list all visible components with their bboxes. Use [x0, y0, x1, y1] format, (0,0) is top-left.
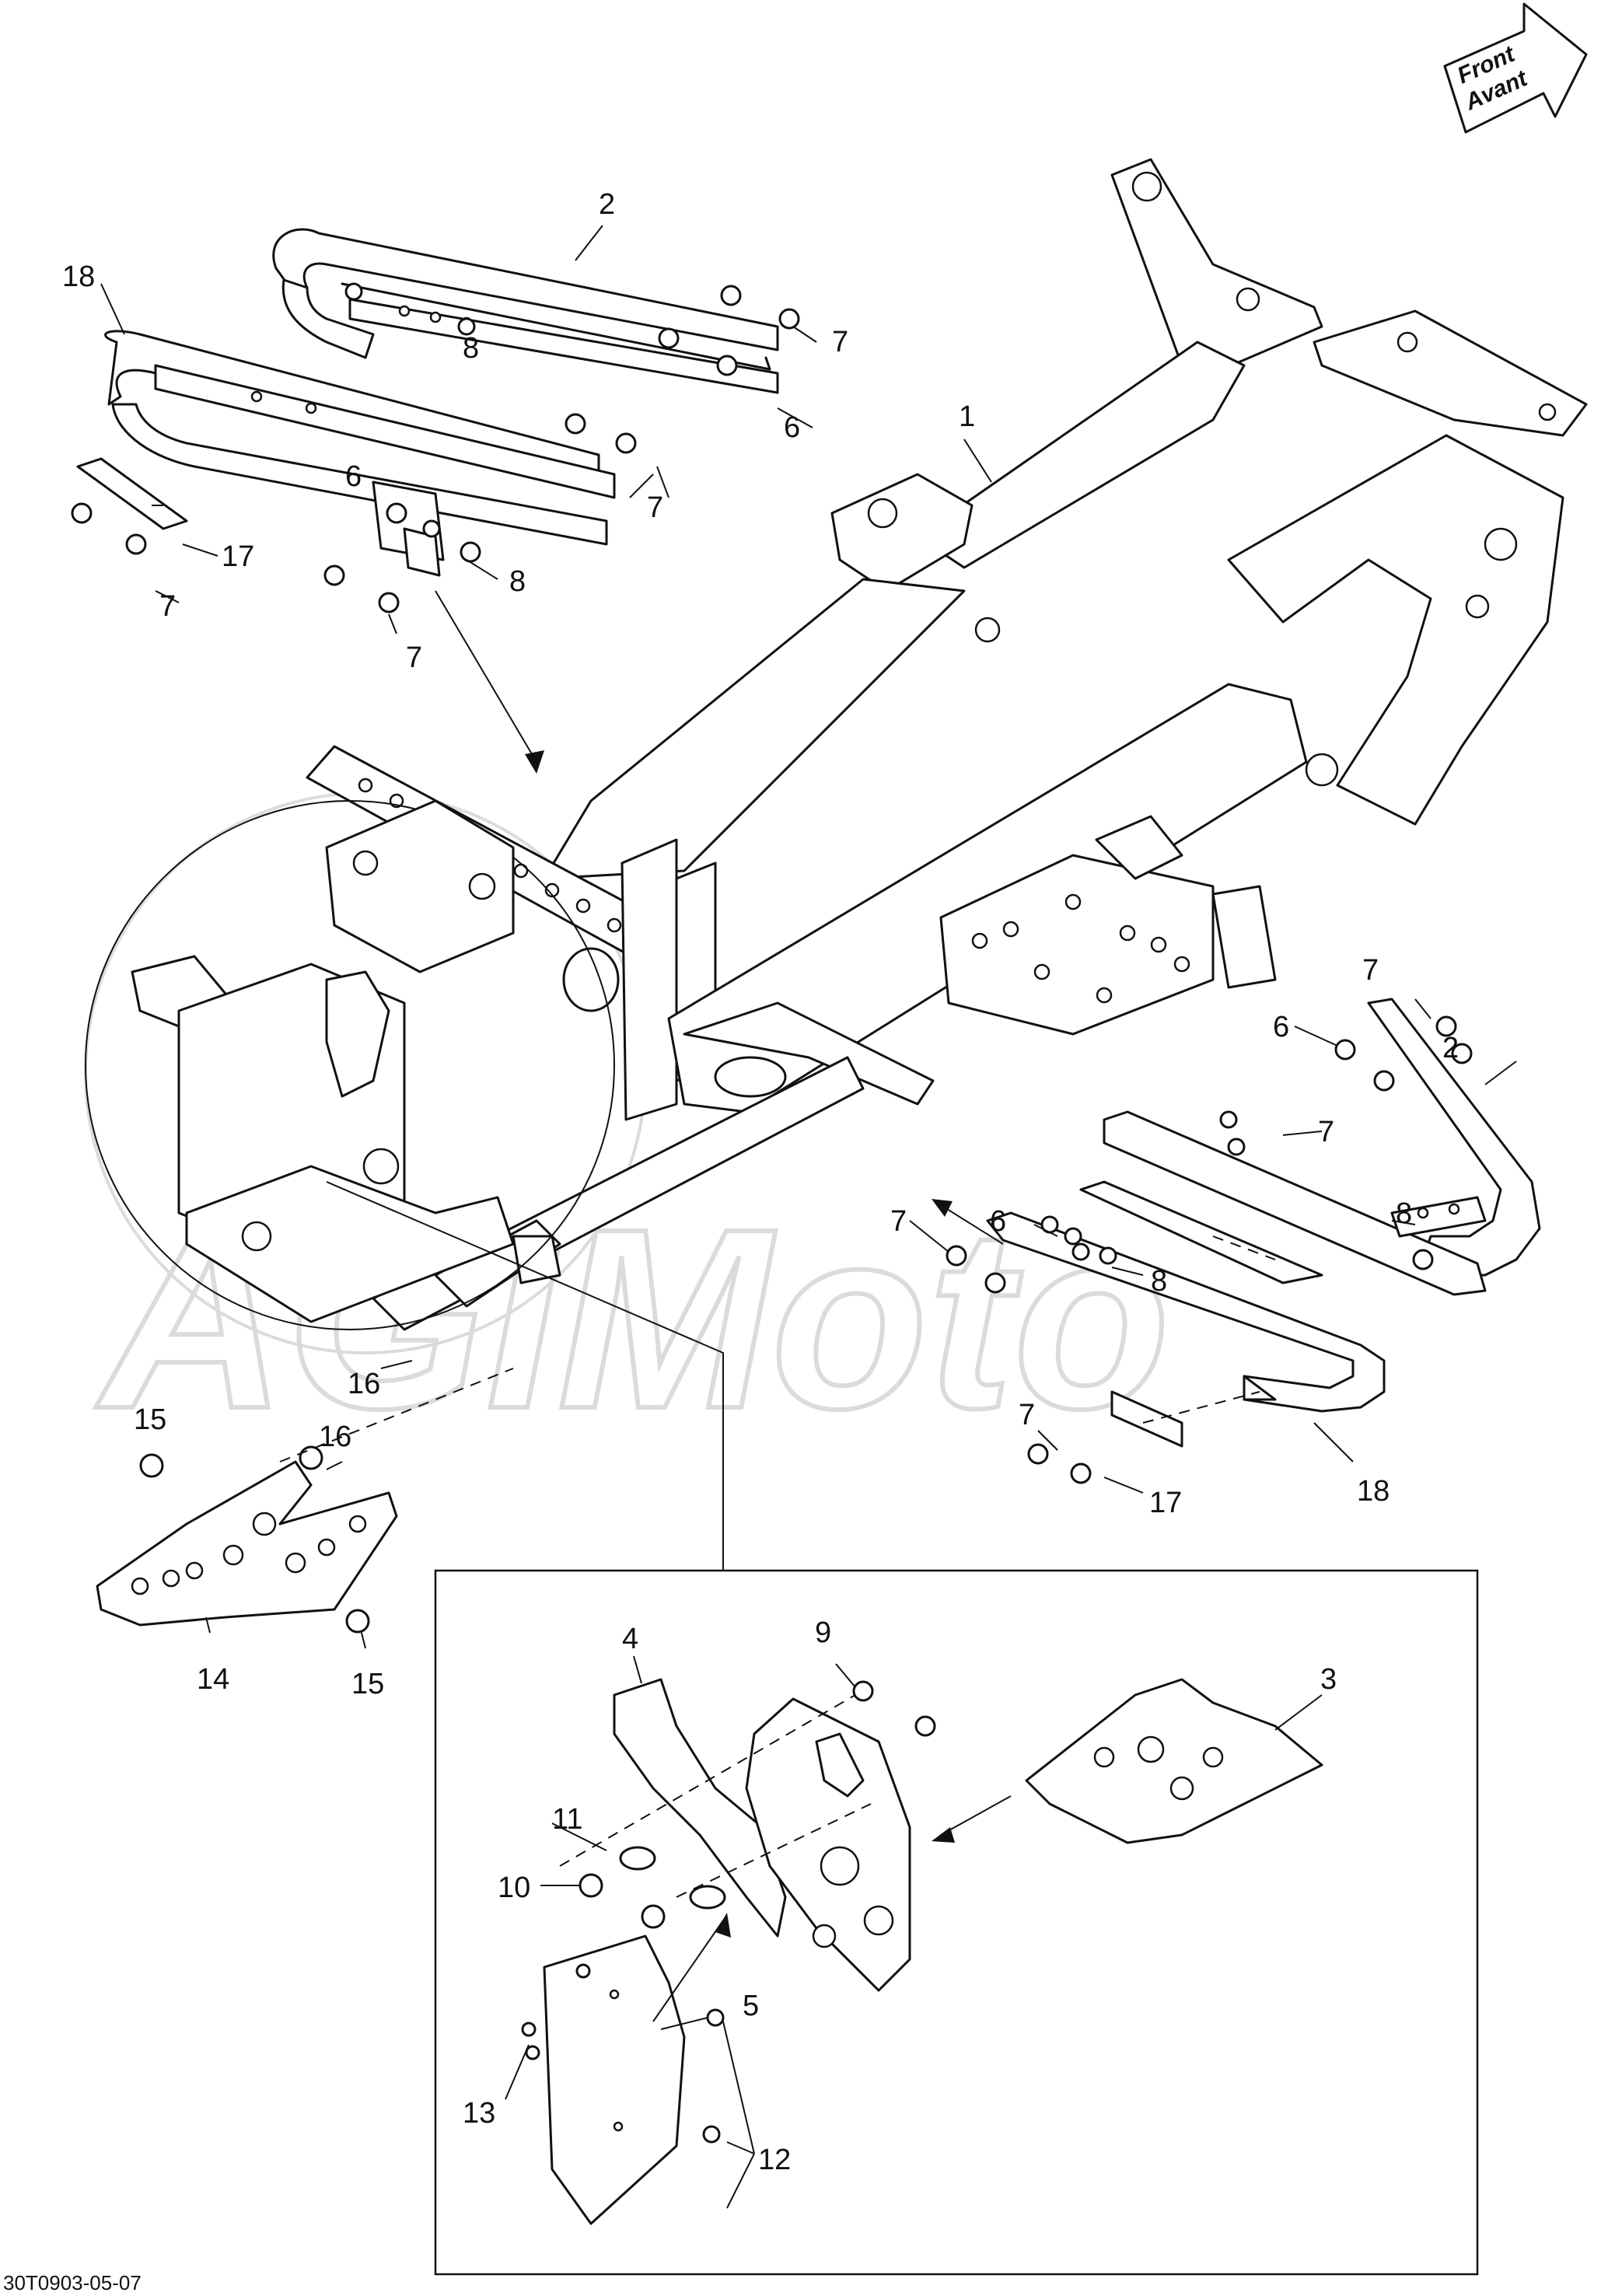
callout-17: 17: [1149, 1487, 1182, 1519]
callout-6: 6: [345, 460, 362, 493]
callout-8: 8: [463, 332, 479, 365]
callout-9: 9: [815, 1616, 831, 1649]
callout-11: 11: [552, 1803, 582, 1836]
detail-magnifier: [85, 799, 615, 1330]
callout-16: 16: [348, 1368, 380, 1400]
callout-14: 14: [197, 1663, 229, 1696]
callout-6: 6: [1273, 1011, 1289, 1043]
callout-7: 7: [406, 641, 422, 674]
callout-16: 16: [319, 1421, 351, 1453]
rear-rack-arrowhead: [525, 750, 544, 774]
callout-10: 10: [498, 1871, 530, 1904]
callout-15: 15: [134, 1403, 166, 1436]
callout-2: 2: [599, 188, 615, 221]
callout-7: 7: [890, 1205, 907, 1238]
callout-4: 4: [622, 1623, 638, 1655]
plate-holes: [971, 893, 1190, 1004]
callout-8: 8: [509, 565, 526, 598]
detail-inset-box: [326, 1181, 1479, 2276]
front-rack-arrowhead: [932, 1199, 953, 1217]
footrest-bracket: [96, 1445, 398, 1634]
callout-7: 7: [159, 590, 176, 623]
front-rack-fasteners: [946, 1015, 1473, 1484]
callout-15: 15: [351, 1668, 384, 1700]
callout-18: 18: [62, 260, 95, 293]
callout-6: 6: [990, 1205, 1006, 1238]
diagram-code: 30T0903-05-07: [3, 2271, 142, 2294]
front-direction-badge: Front Avant: [1443, 2, 1588, 134]
callout-7: 7: [832, 326, 848, 358]
rear-rack-fasteners: [71, 282, 800, 613]
front-rack-arrow: [940, 1204, 1004, 1245]
callout-7: 7: [647, 491, 663, 524]
callout-8: 8: [1396, 1197, 1412, 1230]
callout-7: 7: [1362, 954, 1379, 987]
callout-6: 6: [784, 411, 800, 444]
leader-lines: [100, 225, 1517, 2209]
rear-rack-arrow: [435, 590, 537, 763]
callout-2: 2: [1442, 1032, 1459, 1064]
callout-12: 12: [758, 2144, 791, 2176]
callout-1: 1: [959, 400, 975, 433]
callout-7: 7: [1318, 1116, 1334, 1148]
footrest-dash: [279, 1368, 514, 1463]
rear-bumper-lower: [76, 330, 616, 577]
callout-8: 8: [1151, 1265, 1167, 1298]
callout-17: 17: [222, 540, 254, 573]
callout-7: 7: [1019, 1399, 1035, 1431]
callout-numbers: 1 2 2 3 4 5 6 6 6 6 7 7 7 7 7 7 7 7 8 8 …: [62, 188, 1459, 2176]
callout-3: 3: [1320, 1663, 1337, 1696]
rear-bumper-upper: [272, 228, 779, 394]
front-rack-dash-2: [1142, 1391, 1260, 1424]
callout-5: 5: [743, 1990, 759, 2022]
callout-18: 18: [1357, 1475, 1390, 1508]
callout-13: 13: [463, 2097, 495, 2130]
